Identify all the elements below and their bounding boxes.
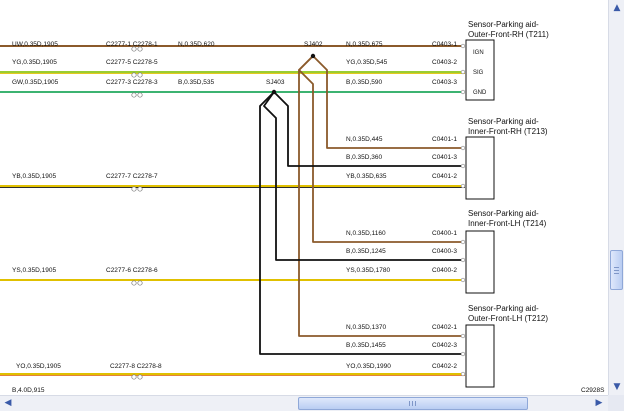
wire-label: YB,0.35D,635 (346, 173, 387, 180)
sensor-title: Sensor-Parking aid- (468, 304, 539, 313)
pin-label: C0403-3 (432, 79, 457, 86)
wire-branch (263, 91, 465, 261)
wire-label: N,0.35D,620 (178, 41, 215, 48)
diagram-reference-label: C2928S (581, 387, 605, 394)
connector-label: C2277-7 C2278-7 (106, 173, 158, 180)
scroll-down-arrow-icon[interactable]: ▼ (613, 382, 621, 392)
wire-label: N,0.35D,675 (346, 41, 383, 48)
wire-label: N,0.35D,445 (346, 136, 383, 143)
connector-label: C2277-8 C2278-8 (110, 363, 162, 370)
connector-joint (131, 280, 137, 286)
pin-terminal (460, 89, 466, 95)
connector-joint (131, 92, 137, 98)
wire-label: YS,0.35D,1905 (12, 267, 56, 274)
pin-terminal (460, 351, 466, 357)
wire-branch (298, 55, 465, 337)
pin-label: C0401-3 (432, 154, 457, 161)
wire-label: YO,0.35D,1990 (346, 363, 391, 370)
wire-label: B,0.35D,535 (178, 79, 215, 86)
horizontal-scrollbar[interactable]: ◀ ▶ (0, 395, 608, 411)
wire-label: YG,0.35D,545 (346, 59, 388, 66)
sensor-title: Sensor-Parking aid- (468, 209, 539, 218)
wire-branch (259, 91, 465, 355)
vertical-scroll-thumb[interactable] (610, 250, 623, 290)
scroll-left-arrow-icon[interactable]: ◀ (4, 398, 12, 408)
wire-label: B,0.35D,590 (346, 79, 383, 86)
sensor-pin-label: IGN (473, 50, 484, 56)
pin-terminal (460, 277, 466, 283)
connector-joint (131, 72, 137, 78)
connector-label: C2277-6 C2278-6 (106, 267, 158, 274)
pin-label: C0401-2 (432, 173, 457, 180)
connector-label: C2277-5 C2278-5 (106, 59, 158, 66)
scroll-up-arrow-icon[interactable]: ▲ (613, 3, 621, 13)
pin-label: C0402-1 (432, 324, 457, 331)
vertical-scrollbar[interactable]: ▲ ▼ (608, 0, 624, 395)
pin-terminal (460, 145, 466, 151)
wire-label: B,0.35D,360 (346, 154, 383, 161)
pin-terminal (460, 333, 466, 339)
wire-label: YB,0.35D,1905 (12, 173, 56, 180)
sensor-pin-label: SIG (473, 70, 484, 76)
scrollbar-corner (608, 395, 624, 411)
wire-label: YG,0.35D,1905 (12, 59, 57, 66)
connector-joint (137, 46, 143, 52)
wire-label: UW,0.35D,1905 (12, 41, 58, 48)
pin-terminal (460, 183, 466, 189)
connector-joint (131, 374, 137, 380)
connector-joint (137, 186, 143, 192)
splice-label: SJ403 (266, 79, 285, 86)
sensor-box (465, 324, 495, 388)
wire-label: N,0.35D,1160 (346, 230, 386, 237)
pin-terminal (460, 239, 466, 245)
pin-label: C0400-3 (432, 248, 457, 255)
scroll-right-arrow-icon[interactable]: ▶ (595, 398, 603, 408)
sensor-title: Sensor-Parking aid- (468, 20, 539, 29)
wire-label: YS,0.35D,1780 (346, 267, 390, 274)
connector-joint (137, 374, 143, 380)
wire-label: N,0.35D,1370 (346, 324, 386, 331)
wire-branch (273, 91, 465, 167)
connector-label: C2277-1 C2278-1 (106, 41, 158, 48)
pin-label: C0403-1 (432, 41, 457, 48)
pin-terminal (460, 257, 466, 263)
connector-joint (137, 92, 143, 98)
sensor-title: Outer-Front-RH (T211) (468, 30, 549, 39)
pin-terminal (460, 371, 466, 377)
splice-label: SJ402 (304, 41, 323, 48)
wire-label: GW,0.35D,1905 (12, 79, 59, 86)
wire-label: B,4.0D,915 (12, 387, 45, 394)
pin-terminal (460, 163, 466, 169)
sensor-title: Inner-Front-LH (T214) (468, 219, 547, 228)
sensor-title: Sensor-Parking aid- (468, 117, 539, 126)
pin-label: C0402-3 (432, 342, 457, 349)
wire-label: B,0.35D,1245 (346, 248, 386, 255)
pin-terminal (460, 43, 466, 49)
wire-label: YO,0.35D,1905 (16, 363, 61, 370)
connector-joint (137, 280, 143, 286)
connector-joint (131, 46, 137, 52)
splice-dot (310, 53, 316, 59)
sensor-title: Outer-Front-LH (T212) (468, 314, 548, 323)
pin-terminal (460, 69, 466, 75)
sensor-title: Inner-Front-RH (T213) (468, 127, 548, 136)
pin-label: C0403-2 (432, 59, 457, 66)
sensor-box (465, 230, 495, 294)
wire-branch (312, 55, 465, 149)
connector-joint (137, 72, 143, 78)
pin-label: C0401-1 (432, 136, 457, 143)
horizontal-scroll-thumb[interactable] (298, 397, 528, 410)
sensor-box (465, 39, 495, 101)
connector-label: C2277-3 C2278-3 (106, 79, 158, 86)
sensor-box (465, 136, 495, 200)
wire-label: B,0.35D,1455 (346, 342, 386, 349)
sensor-pin-label: GND (473, 90, 487, 96)
pin-label: C0400-1 (432, 230, 457, 237)
pin-label: C0400-2 (432, 267, 457, 274)
connector-joint (131, 186, 137, 192)
splice-dot (271, 89, 277, 95)
pin-label: C0402-2 (432, 363, 457, 370)
